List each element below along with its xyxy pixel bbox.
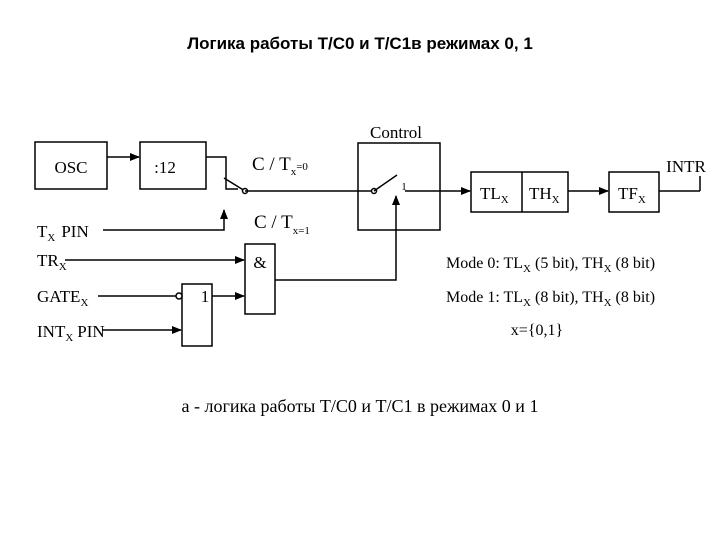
mode0-description: Mode 0: TLX (5 bit), THX (8 bit) bbox=[446, 255, 655, 275]
page-title: Логика работы T/C0 и T/C1в режимах 0, 1 bbox=[187, 34, 533, 53]
ct1-label: C / Tx=1 bbox=[254, 212, 310, 237]
control-label: Control bbox=[370, 123, 422, 142]
or-gate-label: 1 bbox=[201, 287, 210, 306]
mode1-description: Mode 1: TLX (8 bit), THX (8 bit) bbox=[446, 289, 655, 309]
gatex-label: GATEX bbox=[37, 287, 88, 309]
osc-block bbox=[34, 141, 108, 190]
x-values-label: x={0,1} bbox=[511, 322, 563, 339]
and-gate bbox=[244, 243, 276, 315]
divider-block bbox=[139, 141, 207, 190]
trx-label: TRX bbox=[37, 251, 67, 273]
th-label: THX bbox=[529, 184, 560, 206]
tf-block bbox=[608, 171, 660, 213]
diagram-caption: а - логика работы T/C0 и T/C1 в режимах … bbox=[182, 396, 539, 416]
and-gate-label: & bbox=[253, 253, 266, 272]
osc-label: OSC bbox=[54, 158, 87, 177]
counter-register-block bbox=[470, 171, 569, 213]
mode-switch-lever bbox=[223, 177, 246, 192]
and-to-control-wire bbox=[275, 195, 400, 281]
divider-label: :12 bbox=[154, 158, 176, 177]
tf-label: TFX bbox=[618, 184, 646, 206]
intr-label: INTR bbox=[666, 157, 706, 176]
tl-label: TLX bbox=[480, 184, 509, 206]
gatex-inversion-bubble bbox=[175, 292, 183, 300]
or-gate bbox=[181, 283, 213, 347]
tx-pin-wire bbox=[103, 209, 228, 231]
control-switch-one-label: 1 bbox=[401, 181, 407, 193]
control-switch-lever bbox=[373, 174, 398, 192]
ct0-label: C / Tx=0 bbox=[252, 154, 308, 178]
control-block bbox=[357, 142, 441, 231]
divider-to-switch-wire bbox=[206, 156, 238, 190]
